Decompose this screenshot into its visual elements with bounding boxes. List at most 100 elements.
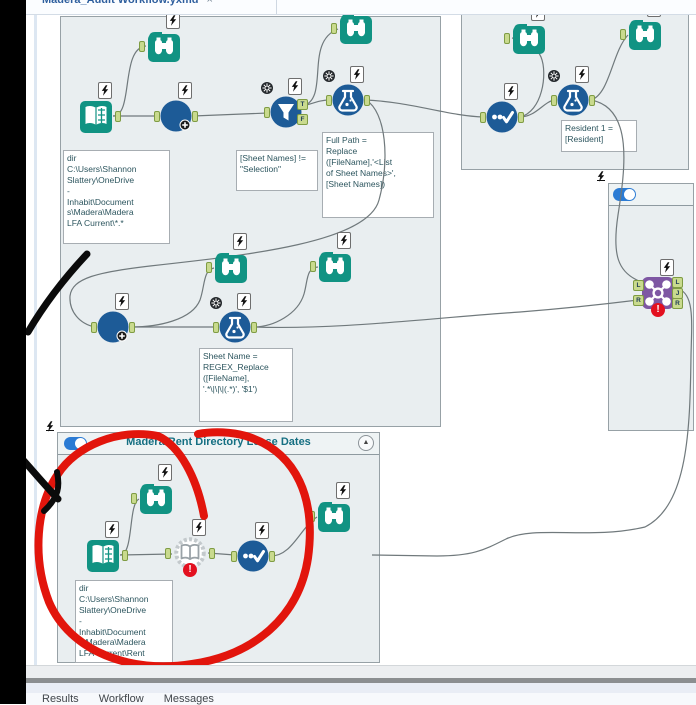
output-anchor[interactable] [129, 321, 135, 333]
browse-1[interactable] [139, 12, 182, 64]
interface-anchor-bolt [46, 419, 54, 432]
ann-directory-1[interactable]: dir C:\Users\Shannon Slattery\OneDrive -… [63, 150, 170, 244]
container-collapse-button[interactable]: ▲ [358, 435, 374, 451]
formula-tool-icon [557, 84, 589, 116]
container-enable-toggle[interactable] [613, 188, 636, 201]
output-anchor[interactable] [518, 111, 524, 123]
dynamic-input-1[interactable] [154, 82, 198, 134]
results-tab-workflow[interactable]: Workflow [98, 693, 144, 705]
interface-lightning-badge [504, 83, 518, 100]
browse-2[interactable] [331, 0, 374, 46]
browse-5[interactable] [504, 4, 547, 56]
input-tool-icon [87, 540, 119, 572]
formula-1[interactable] [323, 66, 370, 118]
input-anchor[interactable] [154, 110, 160, 122]
input-anchor[interactable] [131, 492, 137, 504]
formula-2[interactable] [210, 293, 257, 345]
interface-lightning-badge [237, 293, 251, 310]
input-anchor[interactable] [551, 94, 557, 106]
r-input-anchor[interactable]: R [633, 295, 644, 306]
ann-formula-2[interactable]: Sheet Name = REGEX_Replace ([FileName], … [199, 348, 293, 422]
input-anchor[interactable] [331, 22, 337, 34]
browse-tool-icon [340, 14, 372, 44]
input-anchor[interactable] [165, 547, 171, 559]
browse-tool-icon [318, 502, 350, 532]
output-anchor[interactable] [122, 549, 128, 561]
browse-tool-icon [140, 484, 172, 514]
interface-lightning-badge [660, 259, 674, 276]
container-enable-toggle[interactable] [64, 437, 87, 450]
f-output-anchor[interactable]: F [297, 114, 308, 125]
output-anchor[interactable] [115, 110, 121, 122]
interface-lightning-badge [178, 82, 192, 99]
input-anchor[interactable] [213, 321, 219, 333]
interface-anchor-bolt [597, 169, 605, 182]
input-anchor[interactable] [326, 94, 332, 106]
ann-filter-1[interactable]: [Sheet Names] != "Selection" [236, 150, 318, 191]
l-output-anchor[interactable]: L [672, 277, 683, 288]
output-anchor[interactable] [209, 547, 215, 559]
select-1[interactable] [480, 83, 524, 135]
input-anchor[interactable] [309, 510, 315, 522]
input-anchor[interactable] [620, 28, 626, 40]
error-badge-icon: ! [183, 563, 197, 577]
browse-3[interactable] [206, 233, 249, 285]
j-output-anchor[interactable]: J [672, 287, 683, 299]
panel-splitter[interactable] [26, 678, 696, 683]
interface-lightning-badge [233, 233, 247, 250]
output-anchor[interactable] [269, 550, 275, 562]
input-anchor[interactable] [310, 260, 316, 272]
workflow-tab-bar: Madera_Audit Workflow.yxmd × [26, 0, 696, 15]
input-anchor[interactable] [91, 321, 97, 333]
browse-7[interactable] [131, 464, 174, 516]
collapse-arrow-icon: ▲ [362, 439, 370, 446]
interface-lightning-badge [115, 293, 129, 310]
r-output-anchor[interactable]: R [672, 298, 683, 309]
output-anchor[interactable] [364, 94, 370, 106]
tab-close-icon[interactable]: × [206, 0, 213, 6]
formula-tool-icon [332, 84, 364, 116]
input-directory-2[interactable] [85, 521, 128, 573]
input-anchor[interactable] [504, 32, 510, 44]
browse-6[interactable] [620, 0, 663, 52]
output-anchor[interactable] [589, 94, 595, 106]
l-input-anchor[interactable]: L [633, 280, 644, 291]
workflow-tab[interactable]: Madera_Audit Workflow.yxmd × [42, 0, 696, 6]
input-anchor[interactable] [264, 106, 270, 118]
interface-lightning-badge [255, 522, 269, 539]
input-tool-icon [80, 101, 112, 133]
t-output-anchor[interactable]: T [297, 99, 308, 110]
interface-lightning-badge [350, 66, 364, 83]
interface-lightning-badge [158, 464, 172, 481]
ann-directory-2[interactable]: dir C:\Users\Shannon Slattery\OneDrive -… [75, 580, 173, 663]
input-anchor[interactable] [139, 40, 145, 52]
macro-1[interactable]: ! [165, 519, 215, 577]
interface-lightning-badge [336, 482, 350, 499]
ann-formula-1[interactable]: Full Path = Replace ([FileName],'<List o… [322, 132, 434, 218]
formula-tool-icon [219, 311, 251, 343]
browse-8[interactable] [309, 482, 352, 534]
output-anchor[interactable] [192, 110, 198, 122]
browse-4[interactable] [310, 232, 353, 284]
gear-badge-icon [548, 69, 560, 82]
results-tab-messages[interactable]: Messages [163, 693, 214, 705]
select-2[interactable] [231, 522, 275, 574]
formula-3[interactable] [548, 66, 595, 118]
dynamic-input-2[interactable] [91, 293, 135, 345]
screenshot-black-band [0, 0, 26, 704]
interface-lightning-badge [192, 519, 206, 536]
gear-badge-icon [261, 81, 273, 94]
container-title: Madera Rent Directory Lease Dates [126, 436, 311, 448]
workflow-tab-title: Madera_Audit Workflow.yxmd [42, 0, 199, 6]
input-directory-1[interactable] [78, 82, 121, 134]
interface-lightning-badge [337, 232, 351, 249]
input-anchor[interactable] [231, 550, 237, 562]
input-anchor[interactable] [206, 261, 212, 273]
results-panel-body [26, 693, 696, 705]
output-anchor[interactable] [251, 321, 257, 333]
input-anchor[interactable] [480, 111, 486, 123]
results-tab-results[interactable]: Results [42, 693, 79, 705]
ann-formula-3[interactable]: Resident 1 = [Resident] [561, 120, 637, 152]
